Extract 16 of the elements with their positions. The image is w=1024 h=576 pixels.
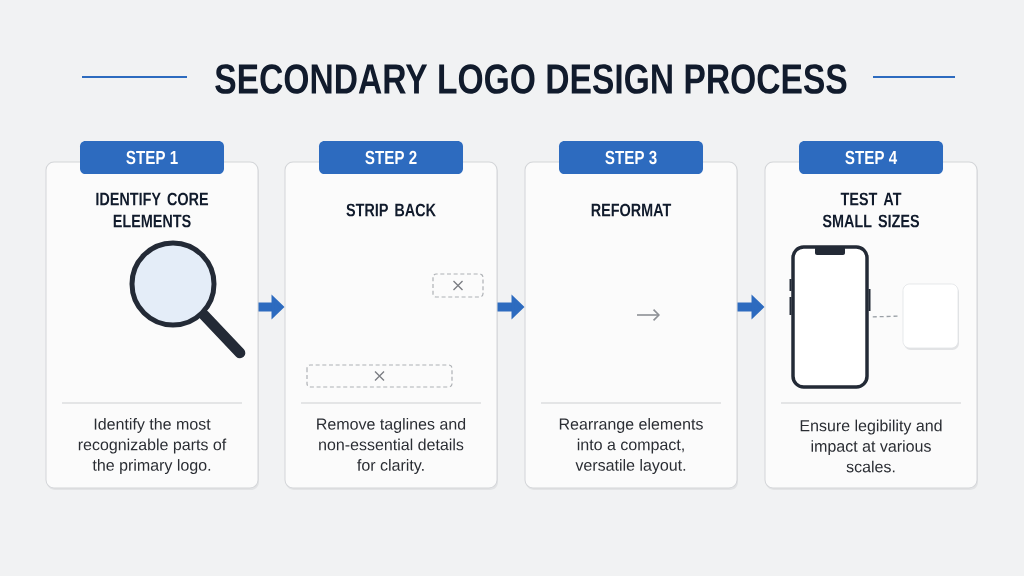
step-badge: STEP 3 [559, 141, 703, 174]
card-description: Identify the most recognizable parts of the primary logo. [78, 418, 227, 474]
card-description: Rearrange elements into a compact, versatile layout. [559, 418, 703, 474]
app-tile [902, 283, 959, 350]
card-heading: STRIP BACK [346, 203, 436, 217]
phone-drawing [789, 245, 871, 389]
connector-line [872, 315, 900, 318]
card-heading: IDENTIFY CORE ELEMENTS [96, 192, 209, 228]
step-badge: STEP 2 [319, 141, 463, 174]
card-heading: TEST AT SMALL SIZES [822, 192, 920, 228]
card-description: Ensure legibility and impact at various scales. [800, 419, 942, 473]
card-heading: REFORMAT [591, 203, 672, 217]
step-badge: STEP 4 [799, 141, 943, 174]
card-description: Remove taglines and non-essential details for clarity. [317, 418, 466, 474]
title: SECONDARY LOGO DESIGN PROCESS [215, 64, 847, 94]
step-badge: STEP 1 [80, 141, 224, 174]
